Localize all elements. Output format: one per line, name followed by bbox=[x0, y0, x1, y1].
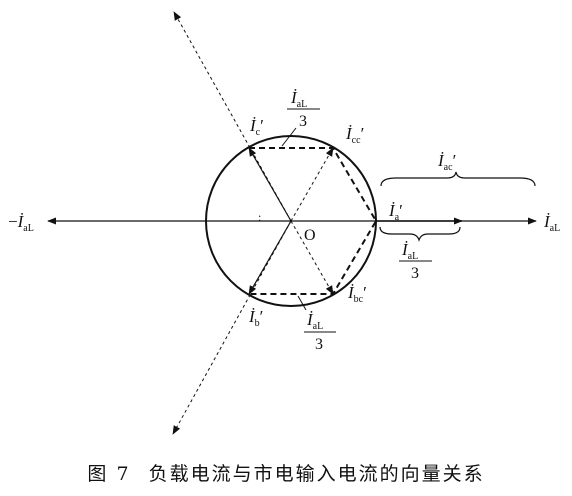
dot-mark: : bbox=[258, 210, 261, 224]
dashed-polygon bbox=[249, 147, 378, 295]
leader-line-top bbox=[281, 127, 297, 147]
ibc-prime-label: İbc′ bbox=[347, 283, 367, 305]
ic-prime-vector bbox=[248, 147, 292, 222]
brace-iac bbox=[380, 171, 536, 187]
fraction-bottom: İaL 3 bbox=[304, 310, 336, 353]
ib-prime-label: İb′ bbox=[248, 307, 263, 329]
ic-prime-label: İc′ bbox=[249, 116, 264, 138]
dashed-axis-lower bbox=[172, 220, 292, 435]
svg-text:İaL: İaL bbox=[306, 310, 323, 332]
icc-prime-label: İcc′ bbox=[345, 124, 364, 146]
neg-ial-label: −İaL bbox=[8, 212, 34, 234]
figure-caption: 图 7 负载电流与市电输入电流的向量关系 bbox=[0, 459, 572, 486]
svg-text:3: 3 bbox=[299, 113, 307, 130]
fraction-right: İaL 3 bbox=[399, 240, 432, 282]
ib-prime-vector bbox=[248, 220, 292, 295]
ial-label: İaL bbox=[543, 212, 560, 234]
leader-line-bottom bbox=[297, 295, 307, 311]
figure-number: 图 7 bbox=[87, 463, 131, 485]
dashed-axis-upper bbox=[173, 11, 292, 222]
svg-text:İaL: İaL bbox=[290, 88, 307, 110]
svg-text:3: 3 bbox=[411, 265, 419, 282]
ia-prime-label: İa′ bbox=[388, 201, 403, 223]
iac-prime-label: İac′ bbox=[437, 151, 456, 173]
ibc-prime-vector bbox=[290, 220, 334, 295]
fraction-top: İaL 3 bbox=[287, 88, 320, 130]
origin-label: O bbox=[304, 227, 316, 244]
icc-prime-vector bbox=[290, 147, 334, 222]
brace-ia bbox=[379, 226, 461, 242]
svg-text:3: 3 bbox=[315, 336, 323, 353]
figure-caption-text: 负载电流与市电输入电流的向量关系 bbox=[148, 463, 485, 485]
svg-text:İaL: İaL bbox=[401, 240, 418, 262]
